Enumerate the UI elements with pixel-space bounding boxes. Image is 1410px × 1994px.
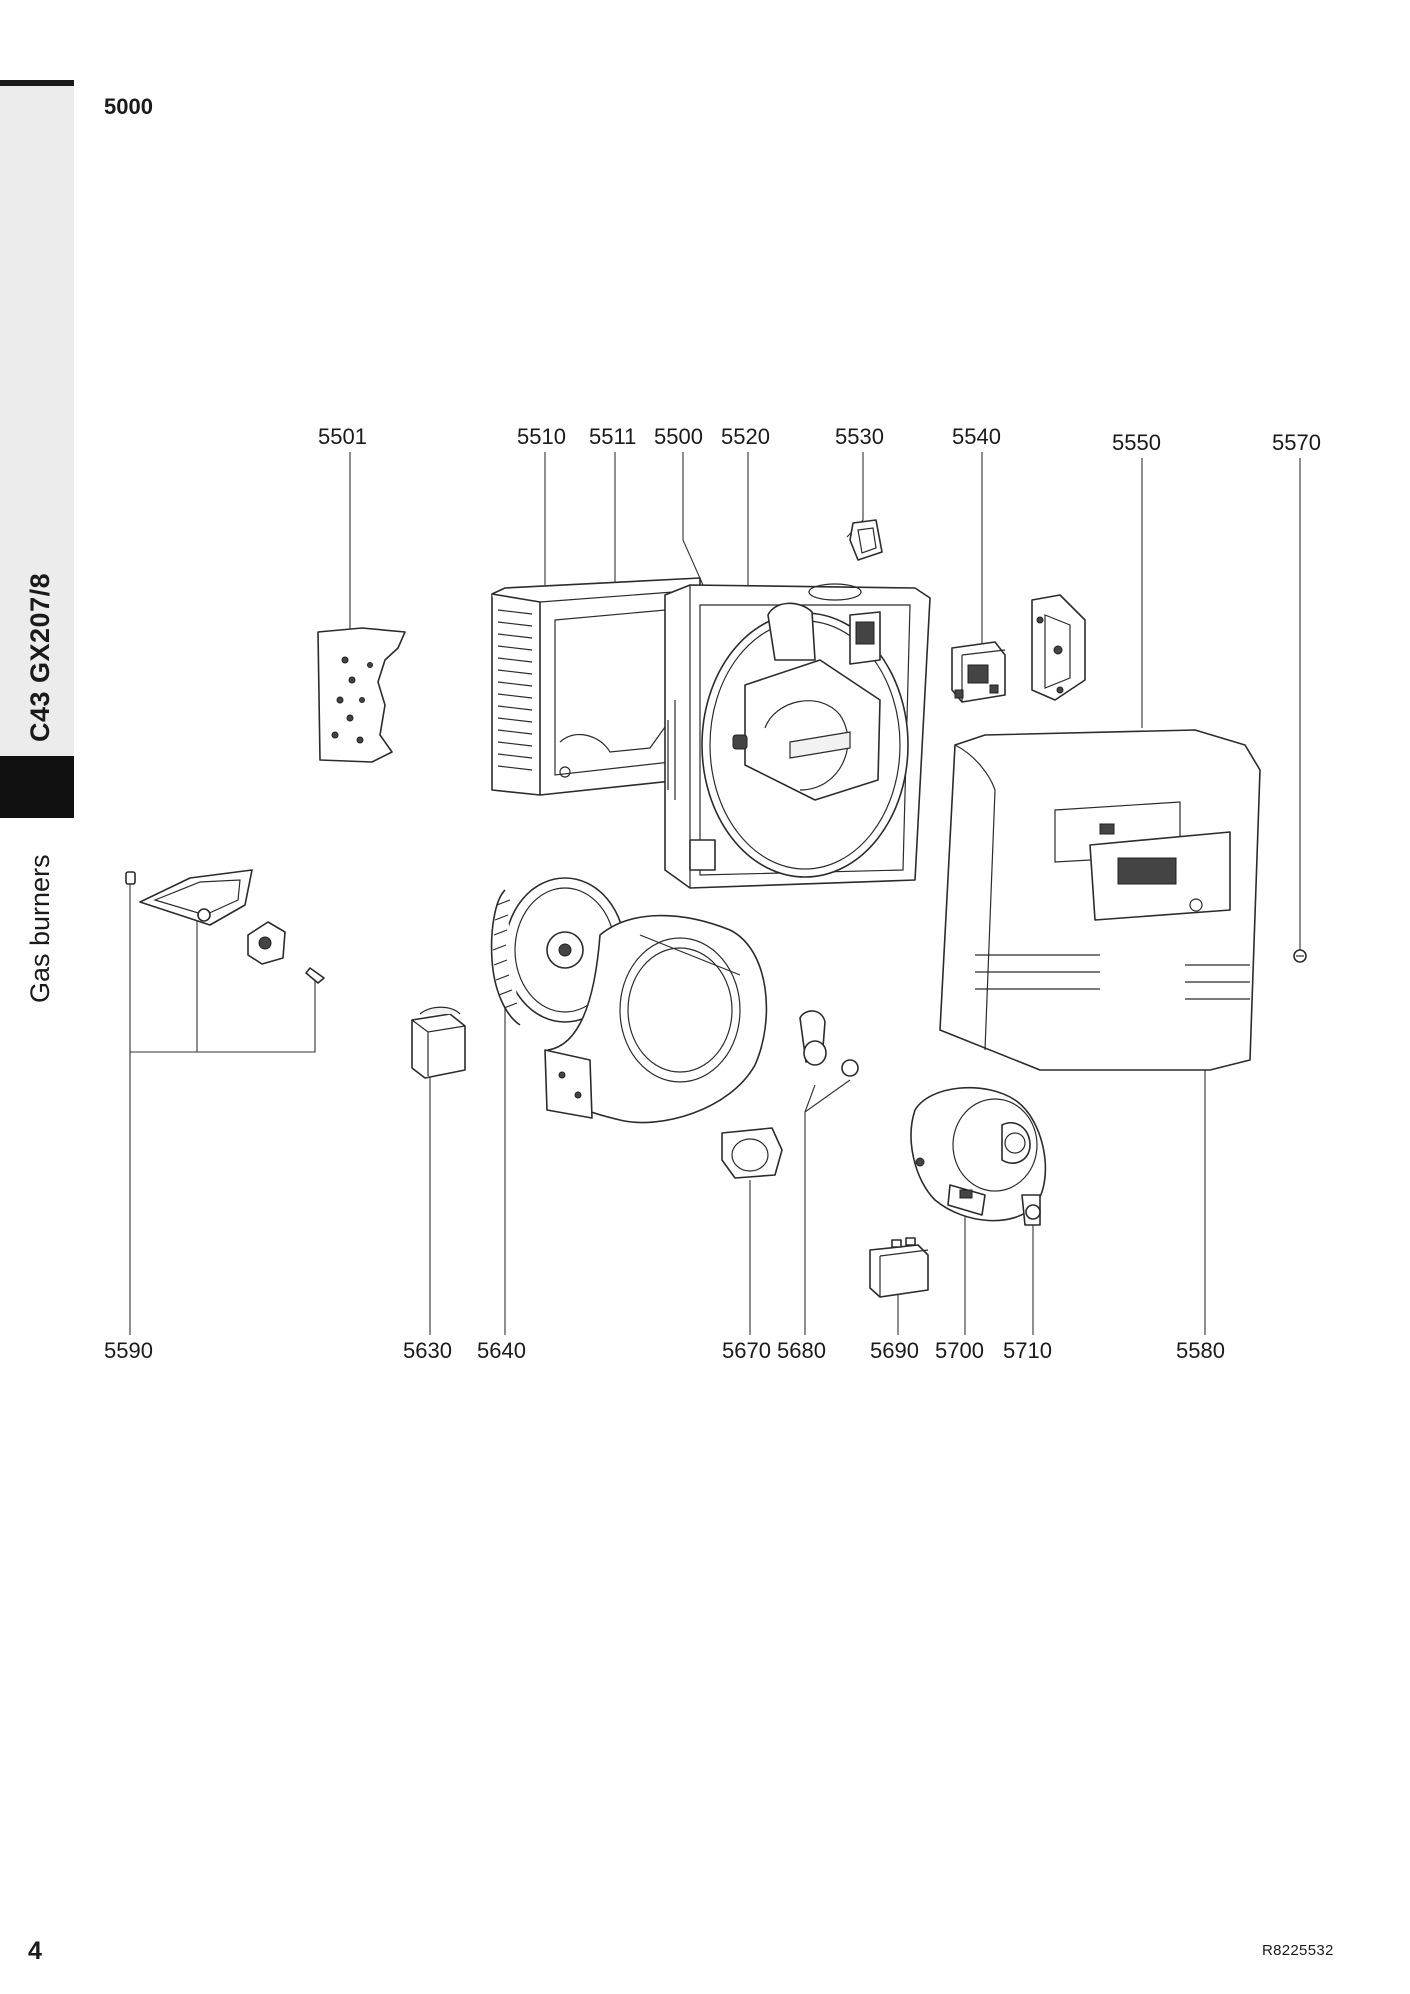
part-5570-screw [1293,949,1307,963]
callout-5640: 5640 [477,1338,526,1363]
sidebar-top-rule [0,80,74,86]
part-5630-ignition-transformer [411,1006,466,1079]
part-5690-pressure-switch [869,1237,929,1298]
section-code: 5000 [104,94,153,119]
callout-5501: 5501 [318,424,367,449]
part-5670-volute-housing [544,914,768,1124]
callout-5520: 5520 [721,424,770,449]
part-5501-mounting-plate [317,627,406,763]
callout-5700: 5700 [935,1338,984,1363]
callout-5540: 5540 [952,424,1001,449]
callout-5680: 5680 [777,1338,826,1363]
part-5590-air-damper [125,869,325,984]
callout-5590: 5590 [104,1338,153,1363]
part-5500-front-frame [664,583,931,889]
callout-5530: 5530 [835,424,884,449]
callout-5710: 5710 [1003,1338,1052,1363]
callout-5511: 5511 [589,424,636,449]
part-5700-motor [910,1086,1047,1226]
part-5580-burner-cover [939,729,1261,1071]
part-5670-gasket [721,1127,783,1179]
reference-code: R8225532 [1262,1942,1334,1959]
part-5550-bracket [1031,594,1086,701]
part-5530-gasket [849,519,883,561]
page-number: 4 [28,1937,42,1965]
part-5510-rear-housing [491,577,701,796]
callout-5670: 5670 [722,1338,771,1363]
callout-5510: 5510 [517,424,566,449]
sidebar-marker [0,756,74,818]
callout-5500: 5500 [654,424,703,449]
callout-5550: 5550 [1112,430,1161,455]
part-5680-sensor [799,1010,859,1077]
sidebar-panel [0,86,74,756]
callout-5570: 5570 [1272,430,1321,455]
callout-labels: 5501 5510 5511 5500 5520 5530 5540 5550 … [104,424,1321,1363]
callout-5580: 5580 [1176,1338,1225,1363]
callout-5630: 5630 [403,1338,452,1363]
part-5540-control-module [951,641,1006,703]
callout-5690: 5690 [870,1338,919,1363]
